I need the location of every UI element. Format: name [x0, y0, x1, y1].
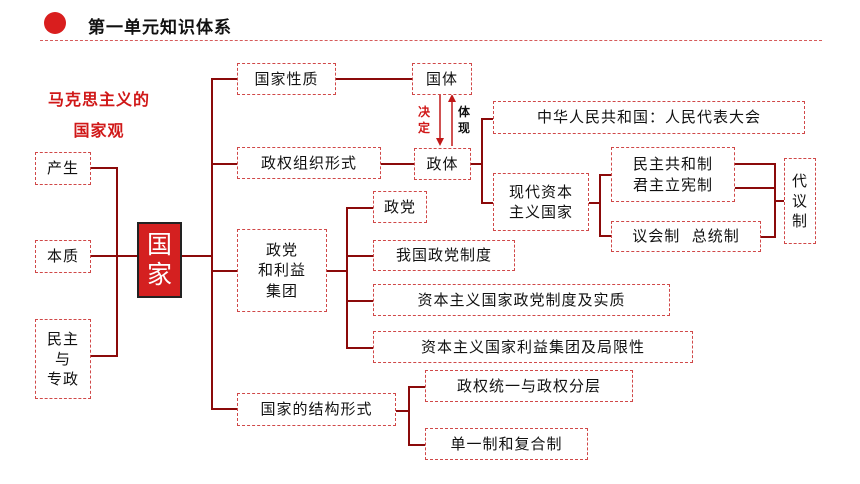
connector: [408, 444, 425, 446]
connector: [346, 347, 373, 349]
subtitle-line2: 国家观: [73, 121, 125, 140]
state-center-box: 国 家: [137, 222, 182, 298]
connector: [774, 200, 784, 202]
unity-layering-box: 政权统一与政权分层: [425, 370, 633, 402]
connector: [589, 202, 601, 204]
prc-system-box: 中华人民共和国：人民代表大会: [493, 101, 805, 134]
connector: [211, 78, 237, 80]
capitalist-interest-box: 资本主义国家利益集团及局限性: [373, 331, 693, 363]
connector: [346, 255, 373, 257]
decide-label: 决定: [417, 105, 430, 135]
capitalist-state-box: 现代资本 主义国家: [493, 173, 589, 231]
connector: [91, 355, 117, 357]
parties-groups-box: 政党 和利益 集团: [237, 229, 327, 312]
connector: [91, 255, 137, 257]
connector: [91, 167, 117, 169]
connector: [735, 163, 776, 165]
connector: [211, 270, 237, 272]
connector: [381, 163, 414, 165]
connector: [408, 386, 425, 388]
connector: [211, 163, 237, 165]
party-box: 政党: [373, 191, 427, 223]
connector: [599, 174, 601, 237]
connector: [471, 163, 483, 165]
main-trunk-line: [211, 78, 213, 410]
connector: [396, 410, 410, 412]
democracy-dictatorship-box: 民主 与 专政: [35, 319, 91, 399]
state-system-box: 国体: [412, 63, 472, 95]
connector: [346, 207, 373, 209]
connector: [182, 255, 213, 257]
our-party-system-box: 我国政党制度: [373, 240, 515, 271]
connector: [761, 236, 776, 238]
connector: [481, 118, 493, 120]
connector: [408, 386, 410, 446]
government-form-box: 政体: [414, 148, 471, 180]
state-nature-box: 国家性质: [237, 63, 336, 95]
essence-box: 本质: [35, 240, 91, 273]
republic-monarchy-box: 民主共和制 君主立宪制: [611, 147, 735, 202]
embody-label: 体现: [457, 105, 470, 135]
connector: [481, 118, 483, 204]
connector: [599, 174, 611, 176]
page-title: 第一单元知识体系: [88, 18, 232, 38]
connector: [735, 187, 776, 189]
connector: [116, 167, 118, 357]
connector: [346, 300, 373, 302]
unitary-compound-box: 单一制和复合制: [425, 428, 588, 460]
parliament-president-box: 议会制 总统制: [611, 221, 761, 252]
header-divider: [40, 40, 822, 41]
connector: [346, 207, 348, 349]
connector: [481, 202, 493, 204]
subtitle-line1: 马克思主义的: [47, 90, 150, 109]
connector: [599, 235, 611, 237]
connector: [211, 408, 237, 410]
capitalist-party-box: 资本主义国家政党制度及实质: [373, 284, 670, 316]
connector: [336, 78, 412, 80]
production-box: 产生: [35, 152, 91, 185]
header-bullet-icon: [44, 12, 66, 34]
decide-embody-arrows-icon: [436, 94, 456, 146]
representative-system-box: 代 议 制: [784, 158, 816, 244]
organization-form-box: 政权组织形式: [237, 147, 381, 179]
connector: [327, 270, 348, 272]
structure-form-box: 国家的结构形式: [237, 393, 396, 426]
